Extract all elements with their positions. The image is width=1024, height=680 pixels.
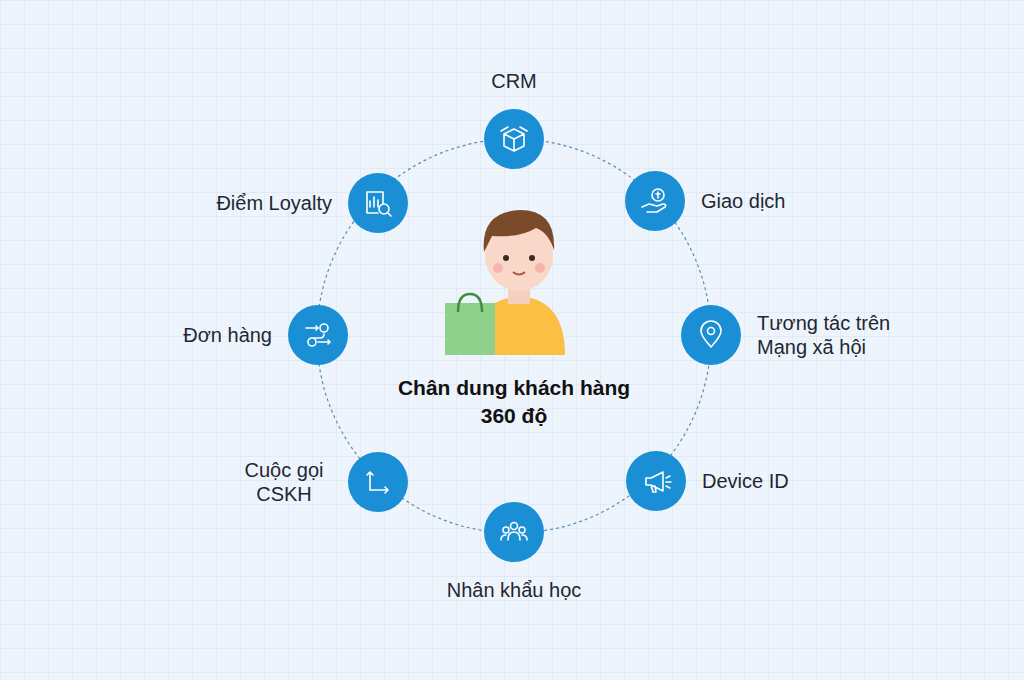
channel-node: Tương tác trên Mạng xã hội — [681, 305, 741, 365]
channel-node: Điểm Loyalty — [348, 173, 408, 233]
node-label: CRM — [491, 69, 537, 93]
channel-node: Nhân khẩu học — [484, 502, 544, 562]
node-label: Đơn hàng — [183, 323, 272, 347]
icon-circle — [626, 451, 686, 511]
channel-node: Đơn hàng — [288, 305, 348, 365]
customer-figure — [445, 210, 565, 355]
node-label: Cuộc gọi CSKH — [236, 458, 332, 506]
icon-circle — [348, 452, 408, 512]
icon-circle — [625, 171, 685, 231]
center-title: Chân dung khách hàng 360 độ — [394, 374, 634, 430]
node-label: Tương tác trên Mạng xã hội — [757, 311, 907, 359]
node-label: Nhân khẩu học — [447, 578, 582, 602]
icon-circle — [288, 305, 348, 365]
channel-node: Device ID — [626, 451, 686, 511]
dashed-ring — [317, 139, 711, 533]
node-label: Device ID — [702, 469, 789, 493]
node-label: Điểm Loyalty — [216, 191, 332, 215]
channel-node: Cuộc gọi CSKH — [348, 452, 408, 512]
icon-circle — [348, 173, 408, 233]
icon-circle — [484, 109, 544, 169]
channel-node: Giao dịch — [625, 171, 685, 231]
icon-circle — [681, 305, 741, 365]
node-label: Giao dịch — [701, 189, 786, 213]
icon-circle — [484, 502, 544, 562]
channel-node: CRM — [484, 109, 544, 169]
